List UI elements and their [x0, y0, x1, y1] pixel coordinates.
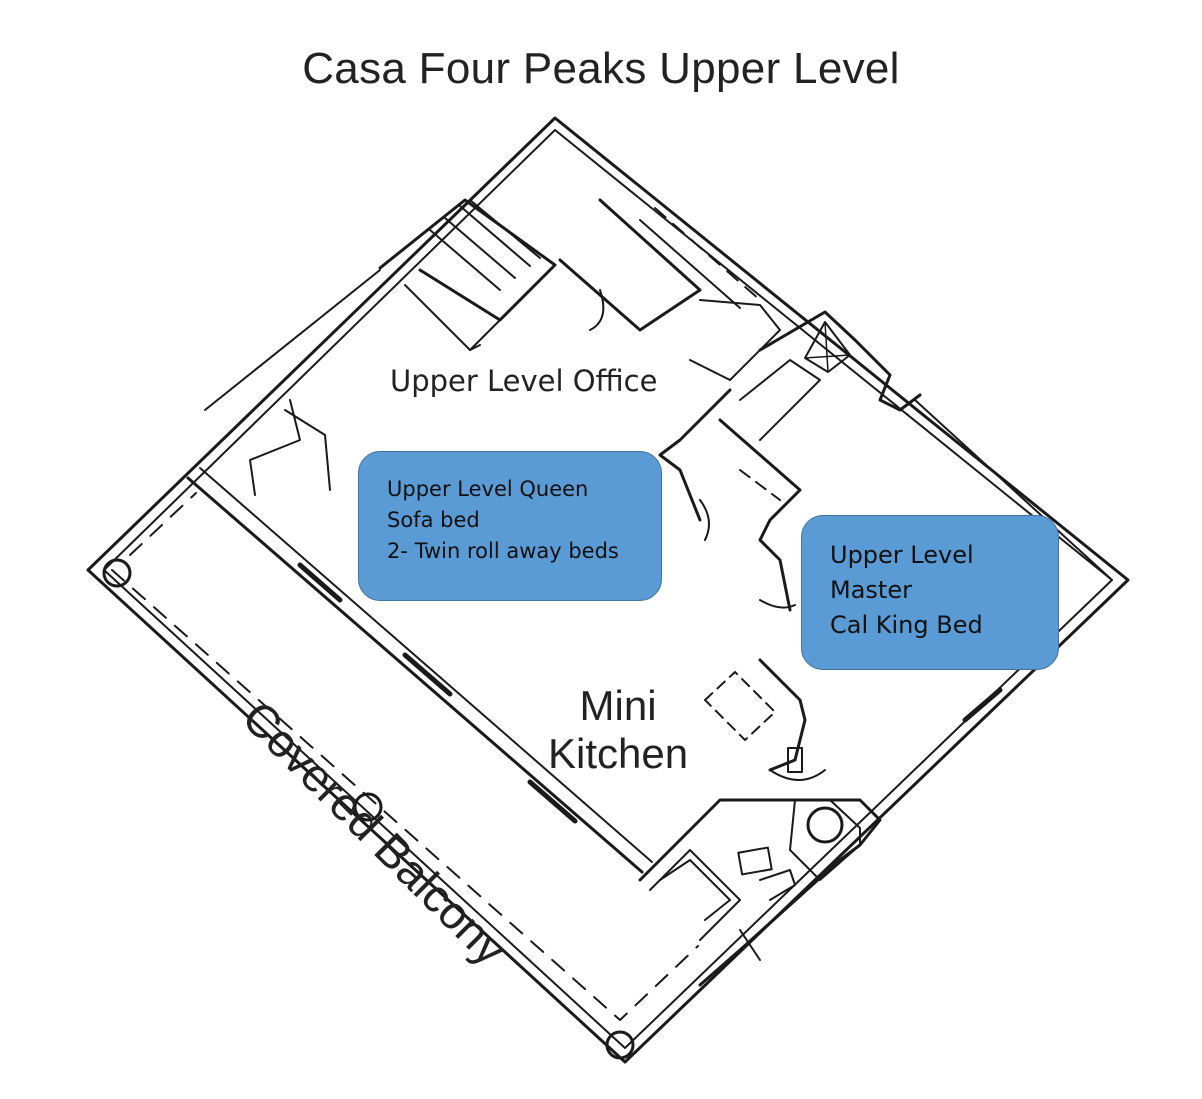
- outer-wall-inner: [103, 129, 1113, 1049]
- toilet-fixture: [806, 806, 844, 844]
- kitchen-label: Mini Kitchen: [548, 682, 688, 778]
- queen-callout: Upper Level Queen Sofa bed 2- Twin roll …: [358, 451, 662, 601]
- office-label: Upper Level Office: [390, 364, 658, 398]
- queen-callout-line: Sofa bed: [387, 508, 480, 532]
- closet-wall: [558, 198, 702, 332]
- kitchen-island: [704, 671, 776, 741]
- master-closet: [758, 310, 922, 412]
- queen-callout-line: Upper Level Queen: [387, 477, 589, 501]
- kitchen-wall: [758, 658, 807, 772]
- outer-wall: [86, 116, 1130, 1064]
- balcony-column: [605, 1030, 635, 1060]
- master-callout-line: Master: [830, 576, 912, 604]
- bathroom-wall: [638, 798, 882, 987]
- stair-wall: [378, 198, 557, 322]
- master-callout-line: Cal King Bed: [830, 611, 983, 639]
- kitchen-label-line1: Mini: [579, 682, 657, 729]
- center-wall: [658, 388, 732, 522]
- balcony-rail: [111, 569, 699, 1021]
- master-callout: Upper Level Master Cal King Bed: [801, 515, 1059, 670]
- office-alcove: [249, 399, 301, 496]
- balcony-wall: [186, 476, 644, 874]
- page-title: Casa Four Peaks Upper Level: [302, 44, 900, 93]
- balcony-column: [353, 792, 383, 822]
- master-callout-line: Upper Level: [830, 541, 974, 569]
- queen-callout-line: 2- Twin roll away beds: [387, 539, 619, 563]
- balcony-column: [102, 558, 132, 588]
- kitchen-label-line2: Kitchen: [548, 730, 689, 777]
